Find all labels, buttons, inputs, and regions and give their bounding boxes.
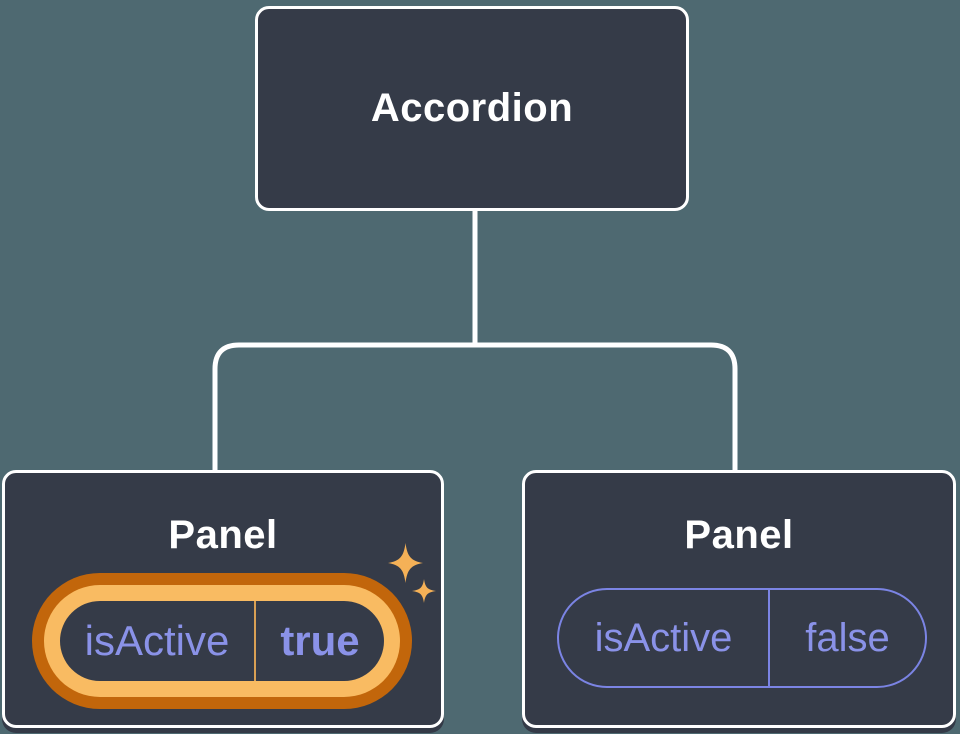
state-pill-active-glow: isActive true [44, 585, 400, 697]
state-prop-name: isActive [594, 615, 733, 660]
state-pill-active-body: isActive true [60, 601, 384, 681]
state-pill-active: isActive true [32, 573, 412, 709]
sparkles-icon [388, 543, 436, 603]
pill-divider [768, 590, 770, 686]
node-panel-active-title: Panel [168, 513, 278, 557]
state-prop-name: isActive [84, 617, 230, 664]
node-panel-inactive-title: Panel [684, 513, 794, 557]
node-accordion-title: Accordion [370, 86, 574, 130]
state-prop-value: false [805, 615, 890, 660]
state-prop-value: true [280, 617, 360, 664]
node-panel-inactive: Panel isActive false [522, 470, 956, 728]
node-accordion: Accordion [255, 6, 689, 211]
state-pill-inactive: isActive false [557, 588, 927, 688]
node-panel-active: Panel isActive true [2, 470, 444, 728]
pill-divider [254, 601, 256, 681]
